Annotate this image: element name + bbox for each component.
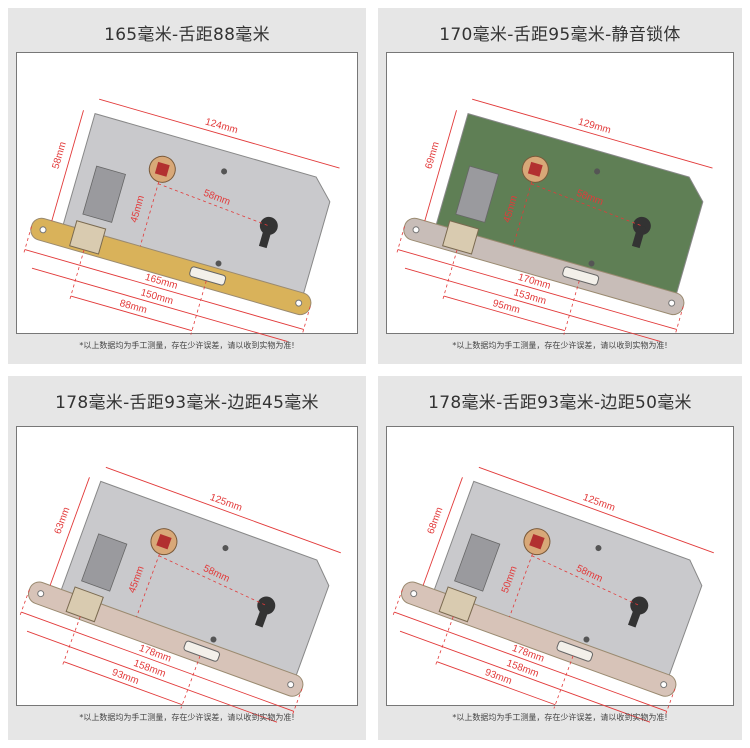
faceplate-screw [39,226,47,234]
panel-title: 170毫米-舌距95毫米-静音锁体 [439,25,681,45]
panel-title: 178毫米-舌距93毫米-边距45毫米 [55,393,319,413]
faceplate-screw [37,590,45,598]
dim-line-spacing [443,295,566,332]
cylinder-slot [258,224,273,249]
deadbolt-slot [183,640,221,662]
panel-title: 165毫米-舌距88毫米 [104,25,270,45]
spring-mechanism [455,165,499,223]
ext-line [62,616,81,666]
ext-line [291,688,303,717]
dim-line-height [424,110,457,221]
dim-line-mid [399,630,651,723]
footnote: *以上数据均为手工测量，存在少许误差，请以收到实物为准! [452,713,668,722]
ext-line [664,688,676,717]
dim-line-spacing [70,295,193,332]
dim-label-height: 58mm [51,141,69,171]
screw-hole [210,636,217,643]
ext-line [435,616,454,666]
cylinder-slot [627,604,644,628]
faceplate-screw [660,681,668,689]
dim-line-total [397,249,677,330]
dim-line-total [21,611,294,712]
cylinder-slot [631,224,646,249]
footnote: *以上数据均为手工测量，存在少许误差，请以收到实物为准! [79,341,295,350]
spindle-square [527,161,543,177]
dim-line-spacing [63,661,183,706]
lock-case [58,112,331,309]
ext-line [69,249,85,300]
dim-label-height: 69mm [424,141,442,171]
spring-mechanism [82,165,126,223]
dim-line-center [158,555,267,606]
spindle-square [529,533,545,550]
ext-line [392,589,403,617]
lock-case [431,112,704,309]
dim-label-width: 124mm [204,117,239,137]
dim-line-width [105,466,341,554]
screw-hole [583,636,590,643]
dim-line-center [531,183,642,227]
screw-hole [594,168,601,175]
faceplate-screw [295,299,303,307]
screw-hole [222,545,229,552]
spring-mechanism [81,533,128,592]
screw-hole [595,545,602,552]
ext-line [180,655,201,709]
dim-line-center [158,183,269,227]
deadbolt-slot [556,640,594,662]
dim-line-mid [31,267,288,342]
ext-line [442,249,458,300]
ext-line [553,655,574,709]
footnote: *以上数据均为手工测量，存在少许误差，请以收到实物为准! [452,341,668,350]
ext-line [563,280,580,335]
dim-line-spacing [436,661,556,706]
ext-line [19,589,30,617]
dim-line-mid [26,630,278,723]
dim-line-total [394,611,667,712]
faceplate-screw [412,226,420,234]
dim-line-width [478,466,714,554]
dim-line-height [49,477,90,586]
lock-case [428,480,703,690]
dim-line-center [531,555,640,606]
screw-hole [215,260,222,267]
dim-line-width [99,98,340,169]
dim-line-backset [136,553,160,617]
dim-line-height [422,477,463,586]
cylinder-slot [254,604,271,628]
lock-case [55,480,330,690]
panel-title: 178毫米-舌距93毫米-边距50毫米 [428,393,692,413]
dim-line-mid [404,267,661,342]
dim-line-height [51,110,84,221]
screw-hole [588,260,595,267]
screw-hole [221,168,228,175]
spindle-square [156,533,172,550]
dim-line-backset [512,181,533,247]
spindle-square [154,161,170,177]
footnote: *以上数据均为手工测量，存在少许误差，请以收到实物为准! [79,713,295,722]
dim-line-width [472,98,713,169]
faceplate-screw [668,299,676,307]
dim-line-backset [509,553,533,617]
ext-line [23,226,32,255]
faceplate-screw [287,681,295,689]
faceplate-screw [410,590,418,598]
dim-line-total [24,249,304,330]
spring-mechanism [454,533,501,592]
ext-line [396,226,405,255]
ext-line [301,306,311,335]
dim-line-backset [139,181,160,247]
ext-line [674,306,684,335]
dim-label-width: 129mm [577,117,612,137]
ext-line [190,280,207,335]
